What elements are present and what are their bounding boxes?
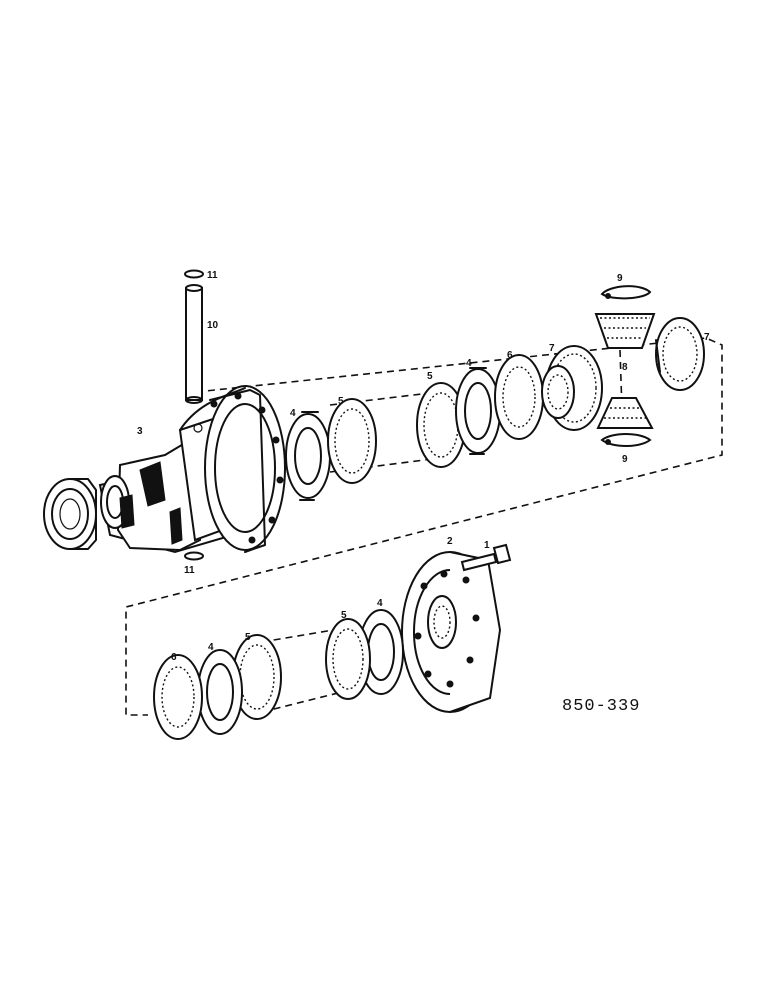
callout-10: 10	[207, 320, 219, 331]
callout-5d: 5	[245, 632, 251, 643]
callout-4b: 4	[466, 358, 472, 369]
friction-plate-upper-1	[285, 411, 331, 501]
side-gear-right	[655, 317, 705, 391]
callout-4d: 4	[208, 642, 214, 653]
callout-4a: 4	[290, 408, 296, 419]
figure-code: 850-339	[562, 697, 640, 716]
cross-shaft	[185, 284, 203, 404]
callout-7a: 7	[549, 343, 555, 354]
snap-ring-bottom	[184, 551, 204, 561]
callout-11b: 11	[184, 565, 195, 576]
snap-ring-top	[184, 269, 204, 279]
clutch-disc-lower-1	[325, 618, 371, 700]
callout-2: 2	[447, 536, 453, 547]
callout-5c: 5	[341, 610, 347, 621]
thrust-washer-bottom	[600, 433, 652, 447]
callout-5a: 5	[338, 396, 344, 407]
callout-5b: 5	[427, 371, 433, 382]
friction-plate-upper-2	[455, 367, 501, 455]
callout-6b: 6	[171, 652, 177, 663]
pinion-gear-top	[594, 313, 656, 349]
case-cover	[401, 551, 502, 713]
callout-9a: 9	[617, 273, 623, 284]
thrust-washer-top	[600, 285, 652, 300]
thrust-washer-lower	[153, 654, 203, 740]
thrust-washer-upper	[494, 354, 544, 440]
callout-8: 8	[622, 362, 628, 373]
clutch-disc-upper-1	[327, 398, 377, 484]
callout-9b: 9	[622, 454, 628, 465]
callout-3: 3	[137, 426, 143, 437]
callout-6a: 6	[507, 350, 513, 361]
bolt	[460, 543, 512, 572]
pinion-gear-bottom	[596, 397, 654, 429]
callout-4c: 4	[377, 598, 383, 609]
bearing-cone	[43, 478, 97, 550]
callout-7b: 7	[704, 332, 710, 343]
friction-plate-lower-2	[197, 649, 243, 735]
callout-11a: 11	[207, 270, 218, 281]
differential-case	[98, 385, 286, 554]
callout-1: 1	[484, 540, 490, 551]
side-gear-upper	[541, 345, 603, 431]
